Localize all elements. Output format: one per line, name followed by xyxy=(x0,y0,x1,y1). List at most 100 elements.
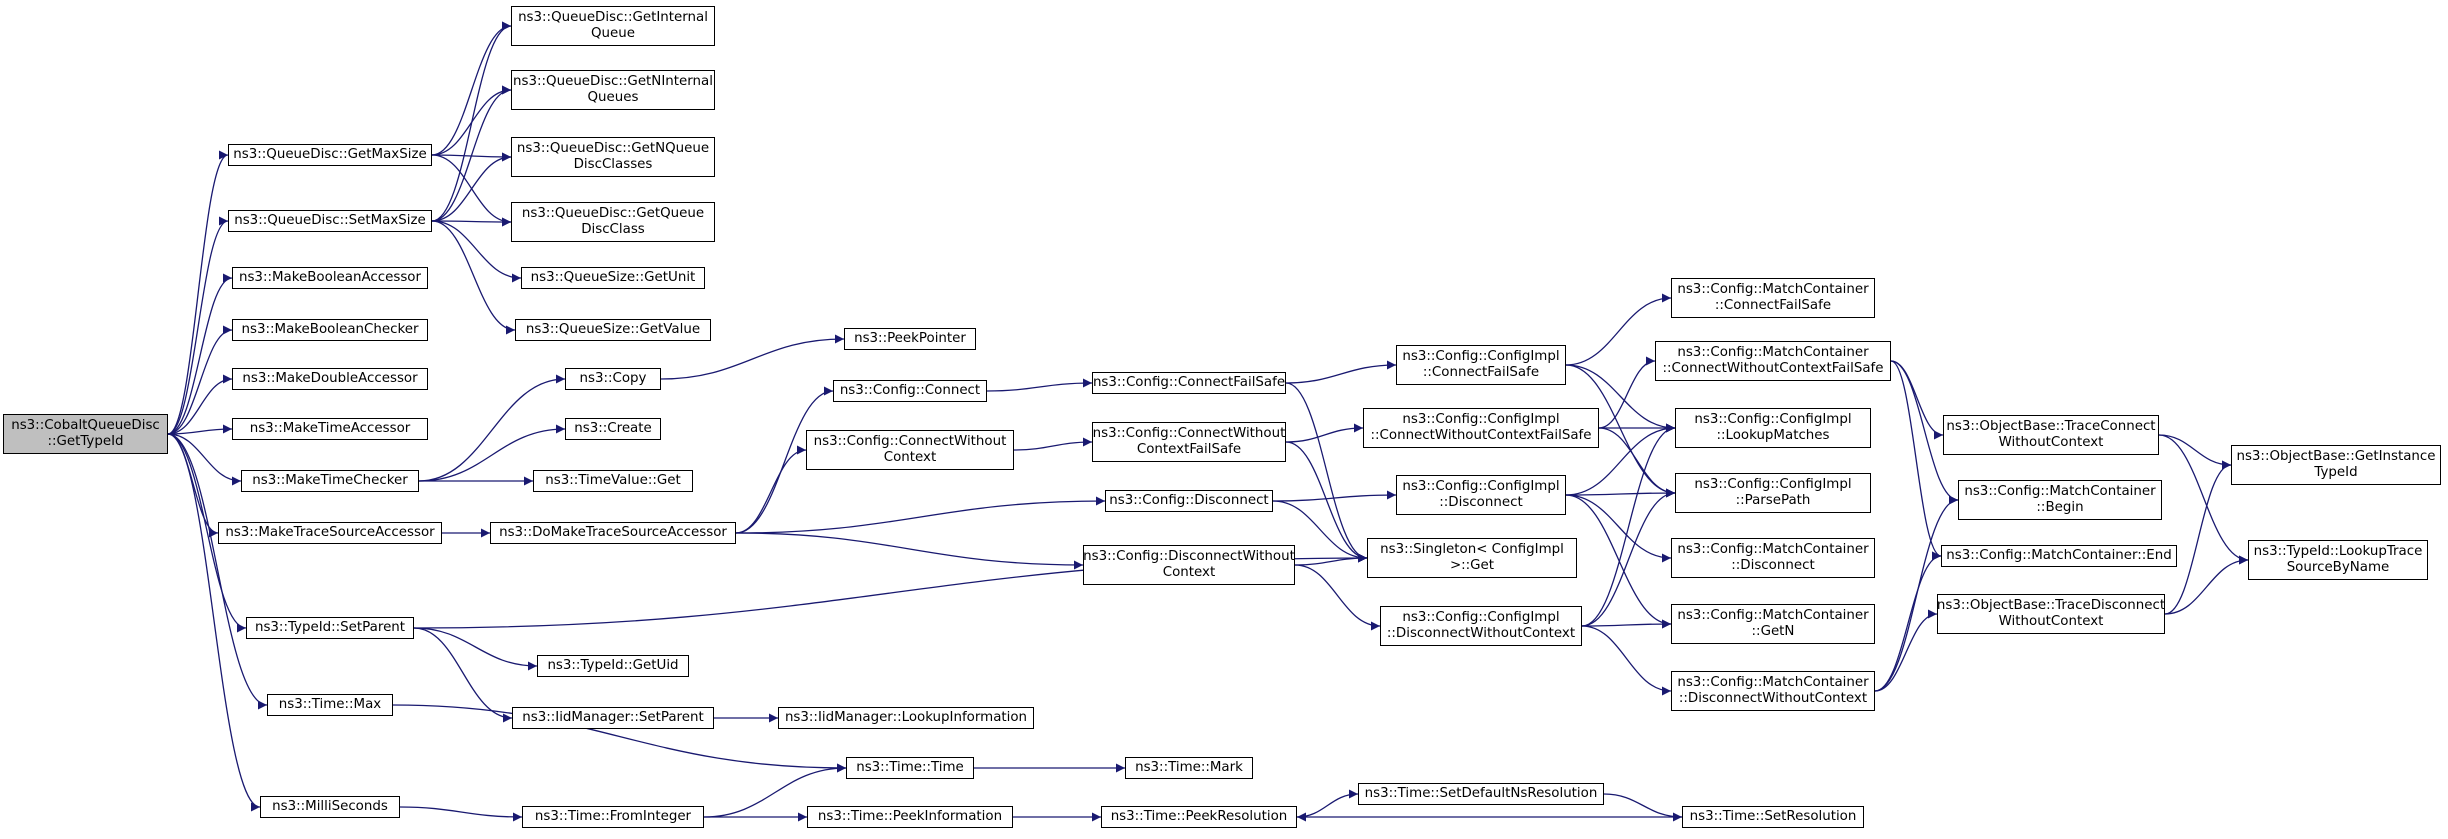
function-node-qsgetunit[interactable]: ns3::QueueSize::GetUnit xyxy=(521,267,705,289)
call-edge-setmaxsize-to-qsgetunit xyxy=(431,220,522,283)
call-edge-cfgconnectwo-to-cfgconnectwofs xyxy=(1013,437,1093,451)
function-node-makedblacc[interactable]: ns3::MakeDoubleAccessor xyxy=(232,368,428,390)
function-node-impconnectfs[interactable]: ns3::Config::ConfigImpl::ConnectFailSafe xyxy=(1396,345,1566,385)
function-node-copy[interactable]: ns3::Copy xyxy=(565,368,661,390)
function-node-timevalueget[interactable]: ns3::TimeValue::Get xyxy=(533,470,693,492)
function-node-mcdisconnectwo[interactable]: ns3::Config::MatchContainer::DisconnectW… xyxy=(1671,671,1875,711)
call-edge-impconnectwofs-to-mcconnectwofs xyxy=(1598,356,1656,429)
function-node-singleton[interactable]: ns3::Singleton< ConfigImpl >::Get xyxy=(1367,538,1577,578)
function-node-mcbegin[interactable]: ns3::Config::MatchContainer::Begin xyxy=(1958,480,2162,520)
call-edge-cfgconnectfs-to-impconnectfs xyxy=(1285,360,1397,384)
call-edge-setparent-to-iidsetparent xyxy=(413,627,513,723)
call-edge-setparent-to-typeidgetuid xyxy=(413,627,538,671)
function-node-setparent[interactable]: ns3::TypeId::SetParent xyxy=(246,617,414,639)
node-label-line: ns3::Config::MatchContainer xyxy=(1964,484,2156,499)
function-node-cfgconnectfs[interactable]: ns3::Config::ConnectFailSafe xyxy=(1092,372,1286,394)
node-label-line: ns3::Time::Max xyxy=(278,697,382,712)
function-node-impdisconnectwo[interactable]: ns3::Config::ConfigImpl::DisconnectWitho… xyxy=(1380,606,1582,646)
node-label-line: ns3::ObjectBase::TraceDisconnect xyxy=(1936,598,2166,613)
function-node-peekinfo[interactable]: ns3::Time::PeekInformation xyxy=(807,806,1013,828)
node-label-line: ns3::PeekPointer xyxy=(854,331,966,346)
function-node-makeboolchk[interactable]: ns3::MakeBooleanChecker xyxy=(232,319,428,341)
node-label-line: ns3::QueueDisc::GetNQueue xyxy=(516,141,710,156)
function-node-setdefaultns[interactable]: ns3::Time::SetDefaultNsResolution xyxy=(1358,783,1604,805)
function-node-peekpointer[interactable]: ns3::PeekPointer xyxy=(844,328,976,350)
call-edge-impdisconnect-to-mcgetn xyxy=(1565,494,1672,629)
function-node-setmaxsize[interactable]: ns3::QueueDisc::SetMaxSize xyxy=(228,210,432,232)
call-edge-cfgconnectfs-to-singleton xyxy=(1285,382,1368,563)
call-edge-root-to-setmaxsize xyxy=(167,216,229,435)
function-node-mcdisconnect[interactable]: ns3::Config::MatchContainer::Disconnect xyxy=(1671,538,1875,578)
function-node-peekres[interactable]: ns3::Time::PeekResolution xyxy=(1101,806,1297,828)
function-node-maketimeacc[interactable]: ns3::MakeTimeAccessor xyxy=(232,418,428,440)
node-label-line: ns3::CobaltQueueDisc xyxy=(11,418,160,433)
call-edge-setmaxsize-to-qsgetvalue xyxy=(431,220,516,335)
node-label-line: ns3::QueueDisc::GetInternal xyxy=(518,10,708,25)
node-label-line: ns3::Config::ConfigImpl xyxy=(1402,412,1560,427)
node-label-line: ::ConnectFailSafe xyxy=(1714,298,1832,313)
call-edge-impdisconnectwo-to-parsepath xyxy=(1581,488,1676,627)
function-node-cfgconnect[interactable]: ns3::Config::Connect xyxy=(833,380,987,402)
node-label-line: ns3::Config::ConfigImpl xyxy=(1402,479,1560,494)
node-label-line: ::DisconnectWithoutContext xyxy=(1678,691,1868,706)
function-node-timemark[interactable]: ns3::Time::Mark xyxy=(1125,757,1253,779)
node-label-line: ns3::Config::ConnectWithout xyxy=(813,434,1007,449)
function-node-impconnectwofs[interactable]: ns3::Config::ConfigImpl::ConnectWithoutC… xyxy=(1363,408,1599,448)
node-label-line: WithoutContext xyxy=(1998,614,2104,629)
function-node-qsgetvalue[interactable]: ns3::QueueSize::GetValue xyxy=(515,319,711,341)
function-node-typeidgetuid[interactable]: ns3::TypeId::GetUid xyxy=(537,655,689,677)
call-edge-cfgconnectwofs-to-singleton xyxy=(1285,441,1368,563)
node-label-line: ::Disconnect xyxy=(1439,495,1523,510)
function-node-cfgdisconnect[interactable]: ns3::Config::Disconnect xyxy=(1105,490,1273,512)
function-node-create[interactable]: ns3::Create xyxy=(565,418,661,440)
call-edge-cfgdisconnect-to-impdisconnect xyxy=(1272,490,1397,502)
call-edge-maketimechk-to-copy xyxy=(418,374,566,482)
function-node-fromint[interactable]: ns3::Time::FromInteger xyxy=(522,806,704,828)
node-label-line: ns3::QueueDisc::GetNInternal xyxy=(513,74,713,89)
function-node-milliseconds[interactable]: ns3::MilliSeconds xyxy=(260,796,400,818)
function-node-mcend[interactable]: ns3::Config::MatchContainer::End xyxy=(1941,545,2177,567)
node-label-line: ns3::MakeDoubleAccessor xyxy=(242,371,418,386)
function-node-lookupmatches[interactable]: ns3::Config::ConfigImpl::LookupMatches xyxy=(1675,408,1871,448)
function-node-setresolution[interactable]: ns3::Time::SetResolution xyxy=(1682,806,1864,828)
node-label-line: ::GetTypeId xyxy=(47,434,124,449)
function-node-mcconnectfs[interactable]: ns3::Config::MatchContainer::ConnectFail… xyxy=(1671,278,1875,318)
node-label-line: ns3::MakeBooleanAccessor xyxy=(238,270,422,285)
call-edge-impdisconnect-to-mcdisconnect xyxy=(1565,494,1672,563)
function-node-parsepath[interactable]: ns3::Config::ConfigImpl::ParsePath xyxy=(1675,473,1871,513)
node-label-line: DiscClass xyxy=(581,222,645,237)
function-node-timetime[interactable]: ns3::Time::Time xyxy=(846,757,974,779)
call-edge-cfgdisconnectwo-to-impdisconnectwo xyxy=(1294,564,1381,631)
function-node-iidlookupinfo[interactable]: ns3::IidManager::LookupInformation xyxy=(778,707,1034,729)
function-node-mcgetn[interactable]: ns3::Config::MatchContainer::GetN xyxy=(1671,604,1875,644)
function-node-domaketrace[interactable]: ns3::DoMakeTraceSourceAccessor xyxy=(490,522,736,544)
function-node-maketimechk[interactable]: ns3::MakeTimeChecker xyxy=(241,470,419,492)
function-node-makeboolacc[interactable]: ns3::MakeBooleanAccessor xyxy=(232,267,428,289)
node-label-line: Context xyxy=(883,450,937,465)
node-label-line: ns3::Time::Time xyxy=(856,760,964,775)
function-node-timemax[interactable]: ns3::Time::Max xyxy=(267,694,393,716)
call-edge-root-to-setparent xyxy=(167,433,247,633)
node-label-line: SourceByName xyxy=(2286,560,2390,575)
function-node-iidsetparent[interactable]: ns3::IidManager::SetParent xyxy=(512,707,714,729)
function-node-mcconnectwofs[interactable]: ns3::Config::MatchContainer::ConnectWith… xyxy=(1655,341,1891,381)
node-label-line: ::LookupMatches xyxy=(1716,428,1830,443)
function-node-maketracesrc[interactable]: ns3::MakeTraceSourceAccessor xyxy=(218,522,442,544)
function-node-impdisconnect[interactable]: ns3::Config::ConfigImpl::Disconnect xyxy=(1396,475,1566,515)
function-node-getmaxsize[interactable]: ns3::QueueDisc::GetMaxSize xyxy=(228,144,432,166)
node-label-line: ns3::MakeTraceSourceAccessor xyxy=(225,525,435,540)
node-label-line: ns3::Config::MatchContainer xyxy=(1677,608,1869,623)
call-edge-domaketrace-to-cfgconnectwo xyxy=(735,445,807,534)
call-edge-cfgconnect-to-cfgconnectfs xyxy=(986,378,1093,392)
